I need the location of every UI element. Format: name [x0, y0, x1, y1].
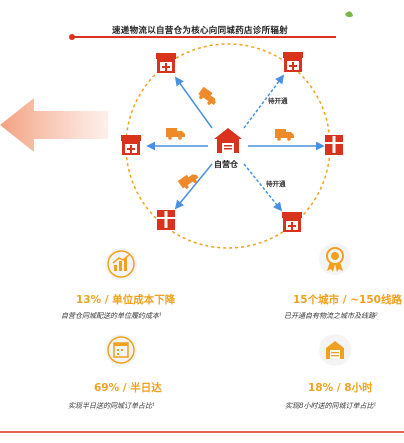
stat-caption-cost: 自营仓同城配送的单位履约成本¹ — [61, 312, 162, 320]
stat-caption-8h: 实现8小时送的同城订单占比¹ — [285, 402, 377, 410]
stat-icon-cost — [104, 247, 138, 281]
pharmacy-store-icon — [156, 53, 176, 73]
stat-caption-halfday: 实现半日送的同城订单占比¹ — [68, 402, 155, 410]
warehouse-hub-icon — [214, 128, 242, 153]
delivery-truck-icon — [166, 128, 185, 140]
stat-value-8h: 18% / 8小时 — [308, 382, 373, 394]
warehouse-icon — [319, 334, 351, 366]
hub-label: 自营仓 — [214, 159, 238, 169]
pharmacy-store-icon — [283, 52, 303, 72]
award-medal-icon — [319, 243, 351, 275]
delivery-truck-icon — [198, 86, 216, 106]
stat-icon-calendar — [104, 333, 138, 367]
stat-value-cost: 13% / 单位成本下降 — [76, 294, 176, 306]
clinic-icon — [325, 135, 343, 155]
pharmacy-store-icon — [282, 212, 302, 232]
stat-value-halfday: 69% / 半日达 — [94, 382, 162, 394]
route-label-pending: 待开通 — [266, 180, 286, 188]
arrow-to-top-right — [243, 74, 285, 129]
calendar-icon — [105, 334, 137, 366]
pharmacy-store-icon — [121, 135, 141, 155]
stat-value-cities: 15个城市 / ~150线路 — [293, 294, 402, 306]
route-label-pending: 待开通 — [268, 97, 288, 105]
delivery-truck-icon — [177, 174, 199, 189]
title-line-dot — [69, 34, 75, 40]
delivery-truck-icon — [275, 129, 294, 141]
stat-icon-award — [318, 242, 352, 276]
clinic-icon — [157, 210, 175, 230]
arrow-to-bottom-left — [174, 163, 213, 210]
big-left-arrow — [0, 98, 108, 152]
diagram-title: 速递物流以自营仓为核心向同城药店诊所辐射 — [112, 26, 289, 36]
stat-caption-cities: 已开通自有物流之城市及线路² — [284, 312, 378, 320]
cost-chart-icon — [105, 248, 137, 280]
stat-icon-warehouse — [318, 333, 352, 367]
leaf-icon — [345, 11, 353, 18]
arrow-to-top-left — [174, 76, 213, 129]
